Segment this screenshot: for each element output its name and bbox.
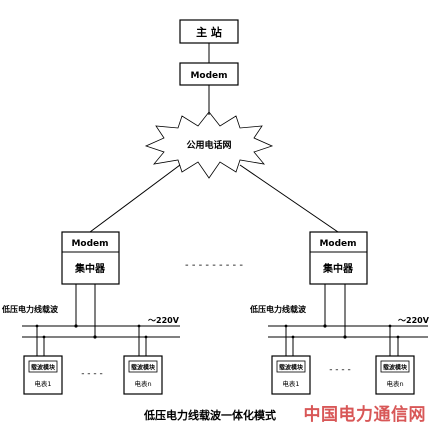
left-modem-label: Modem — [71, 239, 108, 249]
left-meter-1-module-label: 载波模块 — [31, 364, 56, 372]
master-station-label: 主 站 — [196, 25, 222, 39]
right-meter-1-box — [271, 355, 311, 395]
link-network-left — [89, 164, 181, 233]
right-bus-node — [388, 324, 392, 328]
left-meter-n-box — [123, 355, 163, 395]
right-meter-n-box — [375, 355, 415, 395]
left-bus-node — [35, 324, 39, 328]
link-network-right — [239, 164, 339, 233]
left-bus-node — [42, 335, 46, 339]
right-carrier-label: 低压电力线载波 — [249, 304, 307, 314]
right-concentrator-label: 集中器 — [322, 262, 354, 275]
left-concentrator-label: 集中器 — [74, 262, 106, 275]
left-carrier-label: 低压电力线载波 — [1, 304, 59, 314]
right-voltage-label: ～220V — [398, 316, 430, 325]
right-units-ellipsis: - - - - — [329, 365, 351, 375]
right-concentrator-box — [309, 231, 368, 285]
left-meter-1-box — [23, 355, 63, 395]
right-meter-1-module — [276, 360, 306, 373]
left-meter-1-label: 电表1 — [34, 379, 51, 388]
right-bus-node — [396, 335, 400, 339]
right-meter-1-label: 电表1 — [282, 379, 299, 388]
right-modem-label: Modem — [319, 239, 356, 249]
left-voltage-label: ～220V — [148, 316, 180, 325]
right-meter-n-label: 电表n — [386, 379, 403, 388]
right-meter-1-module-label: 载波模块 — [279, 364, 304, 372]
left-meter-1-module — [28, 360, 58, 373]
right-bus-node — [343, 335, 347, 339]
diagram-caption: 低压电力线载波一体化模式 — [143, 408, 276, 422]
right-meter-n-module — [380, 360, 410, 373]
right-bus-node — [323, 324, 327, 328]
left-bus-node — [93, 335, 97, 339]
network-label: 公用电话网 — [186, 139, 231, 151]
left-concentrator-box — [61, 231, 120, 285]
top-modem-label: Modem — [190, 71, 227, 81]
watermark-logo: 中国电力通信网 — [303, 405, 426, 425]
left-meter-n-module — [128, 360, 158, 373]
left-units-ellipsis: - - - - — [81, 369, 103, 379]
left-bus-node — [137, 324, 141, 328]
left-meter-n-label: 电表n — [134, 379, 151, 388]
left-bus-node — [144, 335, 148, 339]
right-bus-node — [291, 335, 295, 339]
right-bus-node — [284, 324, 288, 328]
left-meter-n-module-label: 载波模块 — [131, 364, 156, 372]
right-meter-n-module-label: 载波模块 — [383, 364, 408, 372]
network-starburst — [144, 111, 274, 179]
groups-ellipsis: - - - - - - - - - — [185, 260, 243, 271]
left-bus-node — [74, 324, 78, 328]
